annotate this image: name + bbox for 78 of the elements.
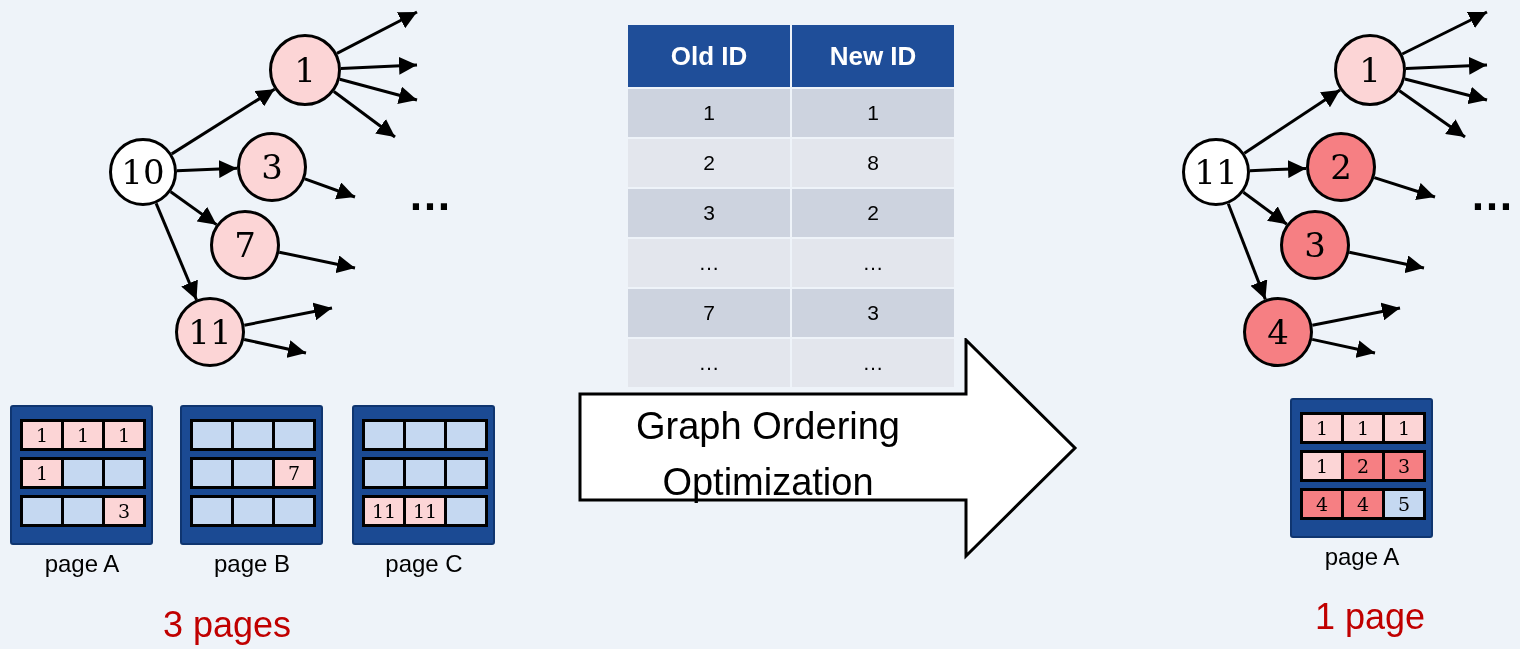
arrow <box>1404 77 1488 105</box>
arrow <box>1311 337 1376 358</box>
record-slot: 1 <box>61 419 105 451</box>
page-block <box>1290 398 1433 538</box>
record-slot: 11 <box>403 495 447 527</box>
table-value: 2 <box>628 139 790 187</box>
arrow <box>336 10 418 55</box>
record-slot: 7 <box>272 457 316 489</box>
graph-node-circle: 1 <box>1334 34 1406 106</box>
page-label: page C <box>384 550 464 578</box>
graph-node-circle: 7 <box>210 210 280 280</box>
table-value: … <box>792 339 954 387</box>
arrow <box>169 190 218 226</box>
page-count: 1 page <box>1313 595 1427 639</box>
page-label: page B <box>212 550 292 578</box>
arrow <box>1312 302 1401 327</box>
table-value: … <box>628 239 790 287</box>
table-value: 1 <box>628 89 790 137</box>
arrow <box>1226 203 1268 300</box>
graph-node-circle: 11 <box>175 297 245 367</box>
arrow <box>333 90 396 139</box>
page-count: 3 pages <box>161 603 293 647</box>
arrow <box>244 302 333 327</box>
arrow <box>1242 190 1288 226</box>
record-slot: 4 <box>1341 488 1385 520</box>
arrow <box>1405 56 1488 75</box>
arrow <box>278 250 356 274</box>
record-slot: 11 <box>362 495 406 527</box>
graph-node-circle: 2 <box>1306 132 1376 202</box>
record-slot: 1 <box>1382 412 1426 444</box>
graph-node-circle: 3 <box>237 132 307 202</box>
record-slot: 2 <box>1341 450 1385 482</box>
record-slot: 1 <box>20 419 64 451</box>
arrow <box>1348 250 1425 274</box>
table-value: 1 <box>792 89 954 137</box>
table-value: 7 <box>628 289 790 337</box>
page-label: page A <box>1323 543 1401 571</box>
arrow <box>1243 88 1341 155</box>
record-slot: 1 <box>1300 412 1344 444</box>
record-slot: 4 <box>1300 488 1344 520</box>
arrow <box>339 77 418 105</box>
page-block <box>352 405 495 545</box>
page-label: page A <box>43 550 121 578</box>
arrow <box>1401 10 1488 56</box>
table-header: New ID <box>792 25 954 87</box>
arrow <box>1398 89 1466 139</box>
ellipsis: … <box>407 170 453 220</box>
graph-node-circle: 1 <box>269 34 341 106</box>
ellipsis: … <box>1469 170 1515 220</box>
table-value: 3 <box>628 189 790 237</box>
graph-node-circle: 10 <box>109 138 177 206</box>
table-value: … <box>792 239 954 287</box>
graph-node-circle: 4 <box>1243 297 1313 367</box>
arrow <box>170 87 276 156</box>
record-slot: 5 <box>1382 488 1426 520</box>
table-header: Old ID <box>628 25 790 87</box>
arrow <box>1373 176 1436 201</box>
graph-node-circle: 3 <box>1280 210 1350 280</box>
arrow <box>154 202 198 301</box>
page-block <box>180 405 323 545</box>
table-value: … <box>628 339 790 387</box>
arrow-label: Graph Ordering Optimization <box>635 404 901 505</box>
arrow <box>176 160 238 179</box>
table-value: 3 <box>792 289 954 337</box>
arrow <box>304 177 356 200</box>
record-slot: 3 <box>102 495 146 527</box>
arrow <box>1249 160 1307 179</box>
graph-node-circle: 11 <box>1182 138 1250 206</box>
record-slot: 3 <box>1382 450 1426 482</box>
table-value: 2 <box>792 189 954 237</box>
record-slot: 1 <box>1300 450 1344 482</box>
page-block <box>10 405 153 545</box>
arrow <box>340 56 418 75</box>
record-slot: 1 <box>20 457 64 489</box>
record-slot: 1 <box>102 419 146 451</box>
record-slot: 1 <box>1341 412 1385 444</box>
arrow <box>243 338 307 358</box>
table-value: 8 <box>792 139 954 187</box>
